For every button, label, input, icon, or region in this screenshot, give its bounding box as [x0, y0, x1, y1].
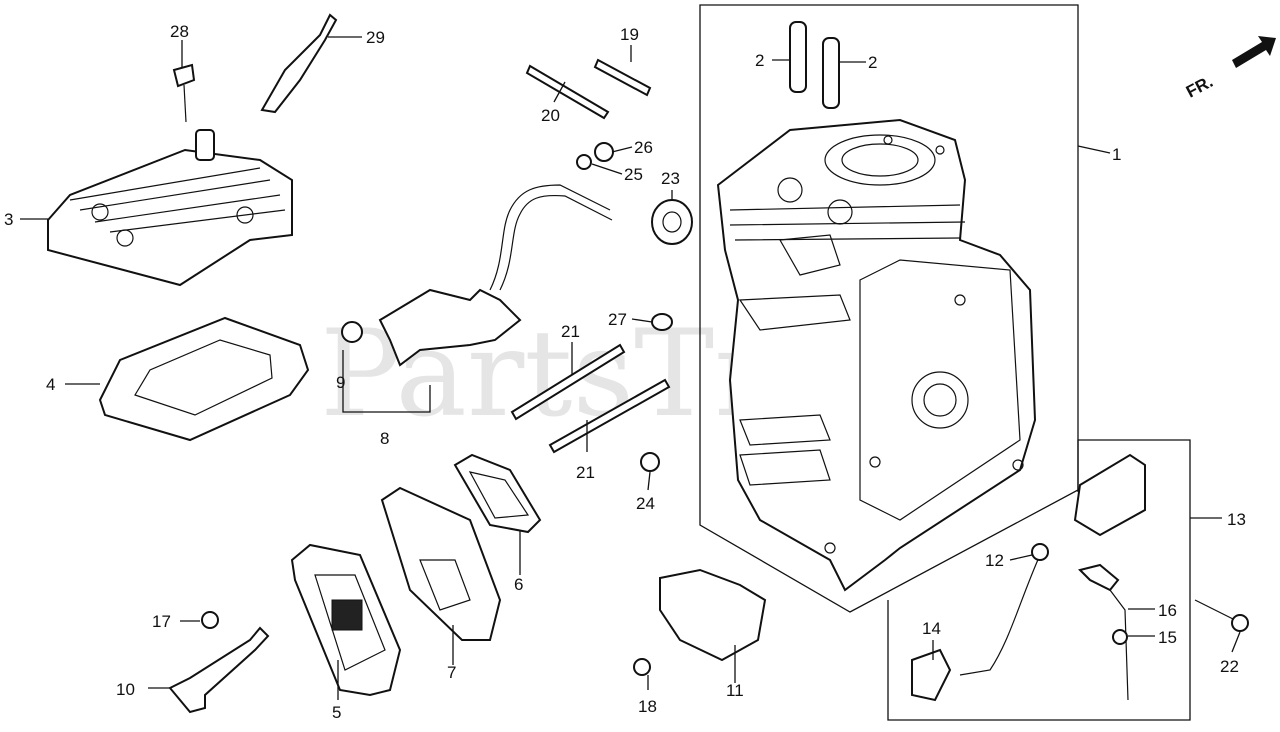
callout-9: 9 — [336, 373, 345, 392]
callout-16: 16 — [1158, 601, 1177, 620]
callout-13: 13 — [1227, 510, 1246, 529]
ignition-harness — [341, 184, 613, 367]
callout-15: 15 — [1158, 628, 1177, 647]
callout-10: 10 — [116, 680, 135, 699]
callouts: 1 2 2 3 4 5 6 7 8 9 10 11 12 13 14 15 16… — [4, 22, 1246, 722]
callout-14: 14 — [922, 619, 941, 638]
callout-3: 3 — [4, 210, 13, 229]
callout-4: 4 — [46, 375, 55, 394]
breather-cover — [290, 543, 402, 697]
cylinder-head — [47, 129, 293, 287]
breather-gasket — [453, 453, 542, 534]
callout-7: 7 — [447, 663, 456, 682]
callout-2: 2 — [755, 51, 764, 70]
callout-23: 23 — [661, 169, 680, 188]
callout-26: 26 — [634, 138, 653, 157]
callout-24: 24 — [636, 494, 655, 513]
stud-bolt — [510, 58, 671, 454]
front-direction-arrow: FR. — [1183, 36, 1276, 102]
callout-2: 2 — [868, 53, 877, 72]
cylinder-block — [699, 4, 1079, 613]
callout-6: 6 — [514, 575, 523, 594]
breather-plate — [380, 486, 502, 641]
callout-11: 11 — [726, 681, 744, 700]
callout-21: 21 — [576, 463, 595, 482]
head-gasket — [98, 316, 310, 442]
callout-25: 25 — [624, 165, 643, 184]
callout-21: 21 — [561, 322, 580, 341]
mounting-bracket — [659, 568, 767, 662]
callout-28: 28 — [170, 22, 189, 41]
bracket-bolt — [342, 350, 431, 413]
callout-22: 22 — [1220, 657, 1239, 676]
callout-20: 20 — [541, 106, 560, 125]
callout-18: 18 — [638, 697, 657, 716]
callout-8: 8 — [380, 429, 389, 448]
ignition-coil-group — [887, 439, 1191, 721]
callout-5: 5 — [332, 703, 341, 722]
callout-19: 19 — [620, 25, 639, 44]
callout-29: 29 — [366, 28, 385, 47]
dowel-pin — [789, 21, 840, 109]
callout-27: 27 — [608, 310, 627, 329]
callout-12: 12 — [985, 551, 1004, 570]
callout-1: 1 — [1112, 145, 1121, 164]
front-label: FR. — [1183, 72, 1216, 102]
control-lever — [168, 626, 270, 714]
leader-lines — [20, 36, 1241, 700]
callout-17: 17 — [152, 612, 171, 631]
